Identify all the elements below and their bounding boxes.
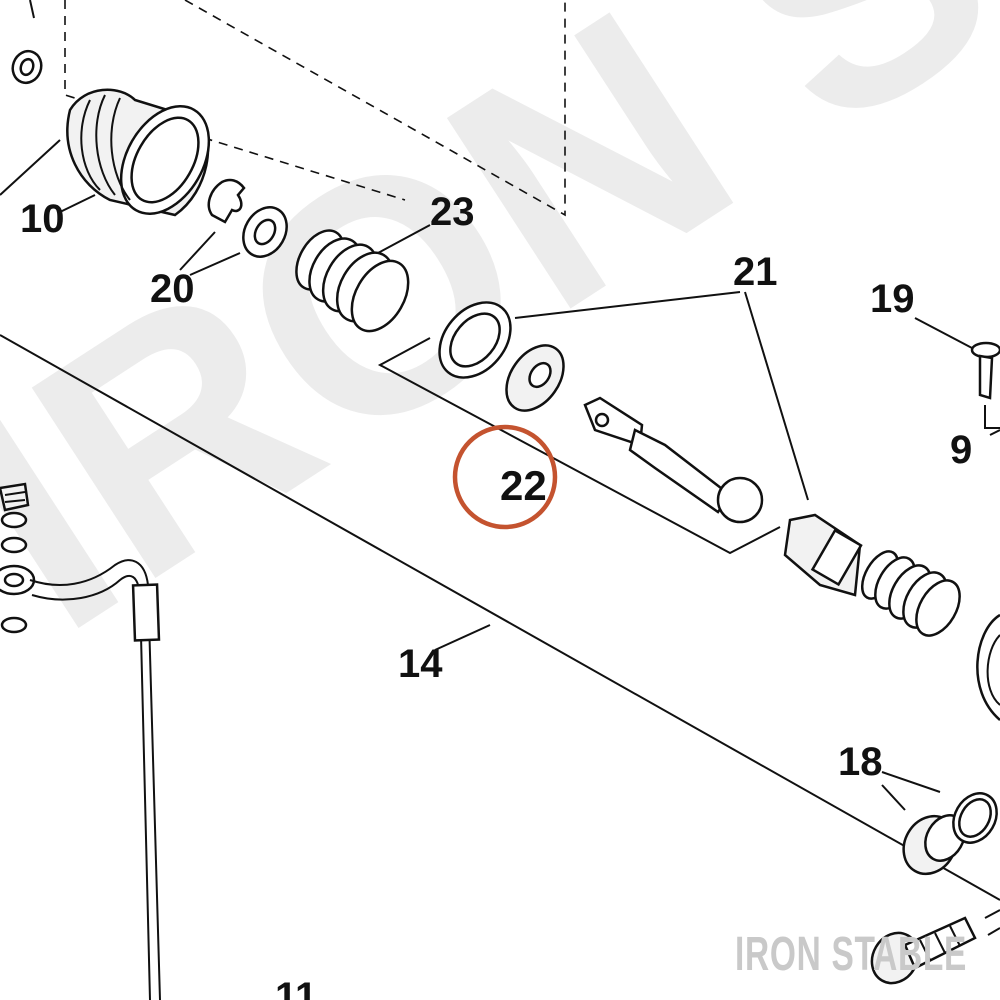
callout-18: 18 <box>838 740 883 784</box>
leader-21 <box>514 291 809 501</box>
push-rod-part <box>583 396 764 524</box>
e-clip-part <box>207 178 246 224</box>
leader-23 <box>377 224 431 254</box>
o-ring-part <box>952 792 998 844</box>
callout-19: 19 <box>870 277 915 321</box>
leader-9 <box>984 405 1000 436</box>
flat-washer-part <box>242 206 288 258</box>
small-washer-top-left <box>11 0 43 85</box>
callout-20: 20 <box>150 267 195 311</box>
callout-21: 21 <box>733 250 778 294</box>
brake-line-tube <box>29 559 161 1000</box>
retaining-ring-part <box>438 301 512 379</box>
callout-23: 23 <box>430 190 475 234</box>
leader-14 <box>434 624 491 651</box>
callout-11: 11 <box>275 975 317 1000</box>
screw-part <box>970 341 1000 400</box>
leader-19 <box>914 317 973 349</box>
reservoir-cap-part <box>902 814 966 876</box>
watermark-text: IRON STABLE <box>735 928 967 981</box>
callout-22: 22 <box>500 462 547 509</box>
leader-18 <box>881 771 941 811</box>
piston-assembly-part <box>783 513 961 637</box>
callout-10: 10 <box>20 197 65 241</box>
reservoir-edge-part <box>976 613 1000 721</box>
highlight-circle <box>452 424 558 530</box>
thick-washer-part <box>505 344 565 412</box>
banjo-fitting-left <box>0 482 36 634</box>
callout-14: 14 <box>398 642 443 686</box>
housing-outline-line <box>0 334 1000 901</box>
coil-spring-part <box>295 229 410 333</box>
group-bracket-22 <box>377 337 781 555</box>
dashed-reference-outline <box>64 0 566 217</box>
leader-20 <box>179 231 241 276</box>
banjo-bolt-part <box>870 909 1000 985</box>
callout-9: 9 <box>950 428 972 472</box>
rubber-boot-part <box>0 88 211 217</box>
leader-10 <box>59 194 96 213</box>
